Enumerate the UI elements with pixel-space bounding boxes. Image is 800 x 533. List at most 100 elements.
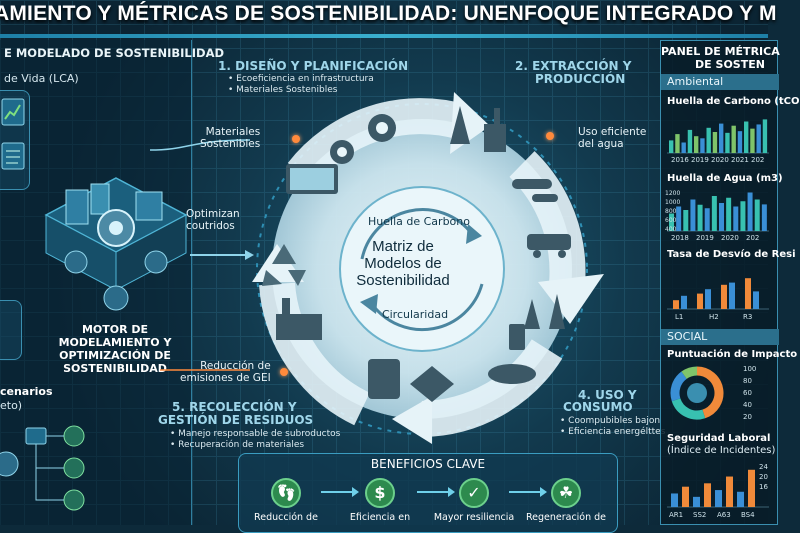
tick-label: 800 [665, 208, 677, 215]
scenario-card [0, 300, 22, 360]
chart-bar [687, 129, 693, 153]
callout-ghg-reduction: Reducción de emisiones de GEI [180, 360, 271, 384]
people-icon [687, 383, 707, 403]
dollar-icon: $ [365, 478, 395, 508]
tick-label: AR1 [669, 511, 683, 519]
stage5-item-2: • Recuperación de materiales [170, 440, 305, 450]
carbon-footprint-label: Huella de Carbono [368, 215, 470, 228]
chart-bar [693, 496, 700, 507]
chart-bar [671, 493, 678, 507]
tick-label: 24 [759, 463, 768, 471]
chart-bar [711, 196, 717, 231]
stage4-title-line2: CONSUMO [563, 400, 633, 414]
tick-label: 2016 [671, 156, 689, 164]
tick-label: 1000 [665, 199, 680, 206]
tick-label: 2021 [731, 156, 749, 164]
key-benefits-panel: BENEFICIOS CLAVE 👣︎ Reducción de $ Efici… [238, 453, 618, 533]
callout-water-efficiency: Uso eficiente del agua [578, 126, 647, 150]
pie-slice [671, 398, 706, 420]
stage2-title: 2. EXTRACCIÓN Y [515, 59, 632, 73]
chart-bar [669, 213, 674, 231]
chart-bar [754, 199, 760, 231]
benefit-item: $ Eficiencia en [337, 478, 423, 523]
chart-bar [744, 121, 749, 153]
title-underline [0, 34, 768, 38]
chart-bar [731, 125, 736, 153]
tick-label: 400 [665, 226, 677, 233]
chart-bar [704, 483, 711, 507]
tick-label: 1200 [665, 190, 680, 197]
chart-bar [726, 197, 732, 231]
safety-chart-subtitle: (Índice de Incidentes) [667, 445, 776, 456]
tick-label: 20 [759, 473, 768, 481]
tick-label: 80 [743, 377, 752, 385]
tick-label: 60 [743, 389, 752, 397]
stage5-title: 5. RECOLECCIÓN Y [172, 400, 297, 414]
chart-bar [669, 140, 674, 153]
carbon-chart-title: Huella de Carbono (tCO [667, 96, 800, 107]
modeling-panel: E MODELADO DE SOSTENIBILIDAD de Vida (LC… [0, 40, 224, 525]
chart-bar [761, 204, 767, 231]
chart-bar [719, 123, 724, 153]
benefit-label: Regeneración de [525, 512, 607, 523]
tick-label: 2019 [696, 234, 714, 242]
stage4-item-2: • Eficiencia energélttes [560, 427, 666, 437]
tick-label: H2 [709, 313, 719, 321]
tick-label: 2019 [691, 156, 709, 164]
waste-diversion-chart: L1 H2 R3 [667, 278, 769, 321]
tick-label: 16 [759, 483, 768, 491]
tick-label: 600 [665, 217, 677, 224]
pie-slice [696, 366, 724, 419]
callout-dot [280, 368, 288, 376]
benefit-label: Reducción de [254, 512, 318, 523]
tick-label: 40 [743, 401, 752, 409]
benefit-label: Eficiencia en [349, 512, 411, 523]
chart-bar [676, 206, 682, 231]
pie-slice [670, 371, 687, 402]
tick-label: 2020 [711, 156, 729, 164]
metrics-panel: PANEL DE MÉTRICA DE SOSTEN Ambiental Hue… [660, 40, 800, 525]
chart-bar [697, 293, 703, 309]
metrics-panel-title-line2: DE SOSTEN [695, 58, 765, 71]
chart-bar [729, 282, 735, 309]
engine-label: MOTOR DE MODELAMIENTO Y OPTIMIZACIÓN DE … [58, 323, 172, 375]
tick-label: R3 [743, 313, 752, 321]
waste-chart-title: Tasa de Desvío de Resi [667, 249, 796, 260]
modeling-panel-title: E MODELADO DE SOSTENIBILIDAD [4, 46, 225, 60]
chart-bar [753, 291, 759, 309]
chart-bar [762, 119, 768, 153]
chart-bar [756, 124, 761, 153]
chart-bar [697, 204, 703, 231]
tick-label: L1 [675, 313, 683, 321]
safety-chart-title: Seguridad Laboral [667, 433, 771, 444]
chart-bar [706, 127, 711, 153]
chart-bar [712, 132, 718, 153]
chart-bar [715, 490, 722, 507]
chart-bar [740, 201, 746, 231]
chart-bar [719, 203, 724, 231]
chart-bar [673, 300, 679, 309]
metrics-panel-title: PANEL DE MÉTRICA [661, 45, 780, 58]
tick-label: A63 [717, 511, 731, 519]
impact-chart-title: Puntuación de Impacto [667, 349, 798, 360]
callout-sustainable-materials: Materiales Sostenibles [200, 126, 261, 150]
benefit-label: Mayor resiliencia [433, 512, 515, 523]
modeling-engine-illustration [44, 177, 188, 311]
flow-connectors [149, 139, 254, 371]
social-section: SOCIAL [661, 329, 779, 345]
chart-bar [704, 208, 710, 231]
chart-bar [694, 136, 699, 153]
chart-bar [675, 134, 680, 153]
stage2-title-line2: PRODUCCIÓN [535, 72, 626, 86]
chart-bar [748, 469, 755, 507]
tick-label: 20 [743, 413, 752, 421]
callout-dot [546, 132, 554, 140]
benefit-item: ✓ Mayor resiliencia [431, 478, 517, 523]
tick-label: 202 [746, 234, 759, 242]
chart-bar [726, 476, 733, 507]
tick-label: BS4 [741, 511, 755, 519]
tick-label: 2018 [671, 234, 689, 242]
chart-bar [750, 128, 755, 153]
